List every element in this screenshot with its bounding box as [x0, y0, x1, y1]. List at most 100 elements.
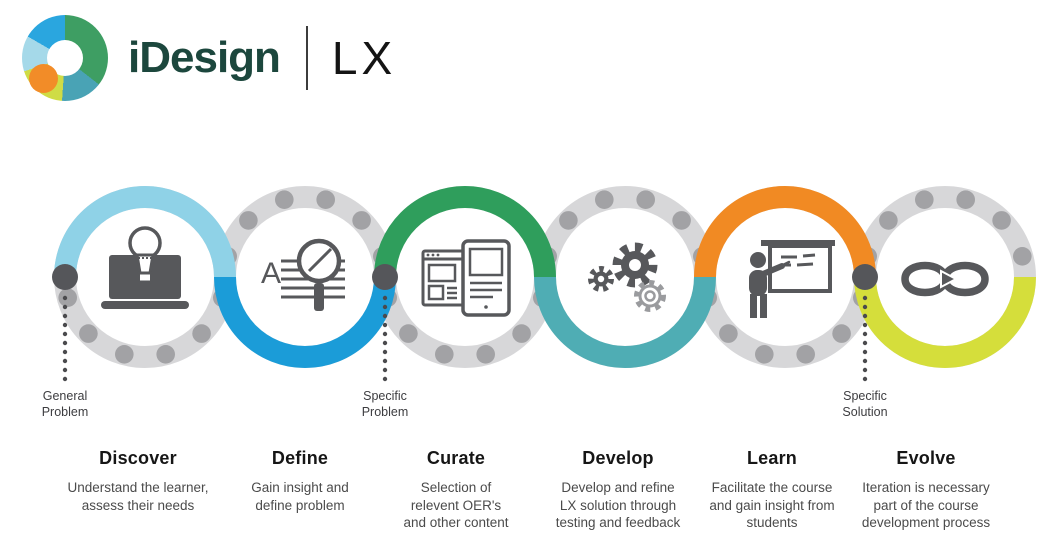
leader-dot: [382, 358, 388, 364]
milestone-label-specific-solution: Specific Solution: [842, 389, 888, 419]
content-devices-icon: [421, 239, 511, 317]
idesign-donut-logo: [22, 15, 108, 101]
leader-dot: [382, 331, 388, 337]
leader-dot: [382, 295, 388, 301]
leader-dot: [862, 313, 868, 319]
leader-dot: [382, 349, 388, 355]
ring-dot: [992, 211, 1011, 230]
ring-dot: [879, 211, 898, 230]
milestone-dot: [372, 264, 398, 290]
leader-dot: [862, 304, 868, 310]
leader-dot: [62, 295, 68, 301]
ring-dot: [512, 324, 531, 343]
ring-dot: [115, 345, 134, 364]
stage-text-develop: Develop Develop and refine LX solution t…: [523, 448, 713, 532]
stage-arc-curate: [374, 186, 556, 278]
stage-text-discover: Discover Understand the learner, assess …: [43, 448, 233, 514]
brand-product: LX: [331, 32, 397, 84]
stage-title: Define: [271, 448, 329, 468]
ring-dot: [79, 324, 98, 343]
stage-text-learn: Learn Facilitate the course and gain ins…: [677, 448, 867, 532]
stage-arcs: [54, 186, 1036, 368]
milestone-dot: [852, 264, 878, 290]
leader-dot: [382, 304, 388, 310]
ring-dot: [832, 324, 851, 343]
ring-dot: [672, 211, 691, 230]
brand-header: iDesign LX: [22, 10, 396, 106]
ring-dot: [399, 324, 418, 343]
ring-dot: [1013, 246, 1032, 266]
stage-description: Facilitate the course and gain insight f…: [709, 480, 835, 531]
leader-dot: [862, 340, 868, 346]
ring-dot: [636, 190, 655, 209]
leader-dot: [382, 340, 388, 346]
ring-dot: [192, 324, 211, 343]
stage-arc-discover: [54, 186, 236, 278]
ring-dot: [275, 190, 294, 209]
ring-dot: [58, 288, 77, 308]
ring-dot: [595, 190, 614, 209]
leader-dot: [862, 322, 868, 328]
stage-title: Discover: [99, 448, 177, 468]
leader-dot: [62, 322, 68, 328]
leader-dot: [62, 304, 68, 310]
leader-dot: [862, 349, 868, 355]
ring-dot: [796, 345, 815, 364]
leader-dot: [382, 376, 388, 382]
stage-description: Develop and refine LX solution through t…: [555, 480, 681, 531]
logo-orange-dot: [29, 64, 58, 93]
leader-dot: [62, 340, 68, 346]
leader-dot: [862, 295, 868, 301]
ring-dot: [956, 190, 975, 209]
leader-dot: [862, 367, 868, 373]
laptop-lightbulb-icon: [99, 226, 191, 311]
stage-arc-develop: [534, 276, 716, 368]
ring-dot: [435, 345, 454, 364]
stage-text-curate: Curate Selection of relevent OER's and o…: [361, 448, 551, 532]
stage-title: Develop: [582, 448, 654, 468]
ring-dot: [239, 211, 258, 230]
ring-dot: [476, 345, 496, 364]
infinity-loop-icon: [905, 266, 985, 293]
research-magnifier-icon: [261, 241, 345, 311]
milestone-dot: [52, 264, 78, 290]
stage-text-evolve: Evolve Iteration is necessary part of th…: [831, 448, 1021, 532]
stage-arc-define: [214, 276, 396, 368]
stage-description: Selection of relevent OER's and other co…: [403, 480, 509, 531]
gears-icon: [591, 247, 663, 309]
leader-dot: [62, 313, 68, 319]
leader-dot: [62, 331, 68, 337]
stage-text-define: Define Gain insight and define problem: [205, 448, 395, 514]
milestone-label-specific-problem: Specific Problem: [361, 389, 409, 419]
leader-dot: [62, 376, 68, 382]
ring-dot: [559, 211, 578, 230]
leader-dot: [62, 349, 68, 355]
stage-description: Understand the learner, assess their nee…: [67, 480, 209, 513]
leader-dot: [862, 376, 868, 382]
leader-dot: [62, 367, 68, 373]
milestone-label-general-problem: General Problem: [41, 389, 89, 419]
stage-title: Learn: [746, 448, 798, 468]
ring-dot: [316, 190, 336, 209]
ring-dot: [719, 324, 738, 343]
stage-description: Gain insight and define problem: [251, 480, 349, 513]
ring-dot: [156, 345, 175, 364]
brand-divider: [305, 26, 308, 90]
ring-dot: [915, 190, 934, 209]
leader-dot: [382, 322, 388, 328]
leader-dot: [862, 331, 868, 337]
leader-dot: [382, 367, 388, 373]
leader-dot: [62, 358, 68, 364]
leader-dot: [862, 358, 868, 364]
stage-arc-evolve: [854, 276, 1036, 368]
stage-title: Evolve: [896, 448, 956, 468]
stage-description: Iteration is necessary part of the cours…: [861, 480, 991, 531]
stage-arc-learn: [694, 186, 876, 278]
stage-title: Curate: [426, 448, 486, 468]
milestone-markers: [52, 264, 878, 382]
brand-name: iDesign: [128, 33, 281, 82]
presenter-board-icon: [749, 240, 835, 318]
ring-dot: [755, 345, 774, 364]
ring-dot: [352, 211, 371, 230]
